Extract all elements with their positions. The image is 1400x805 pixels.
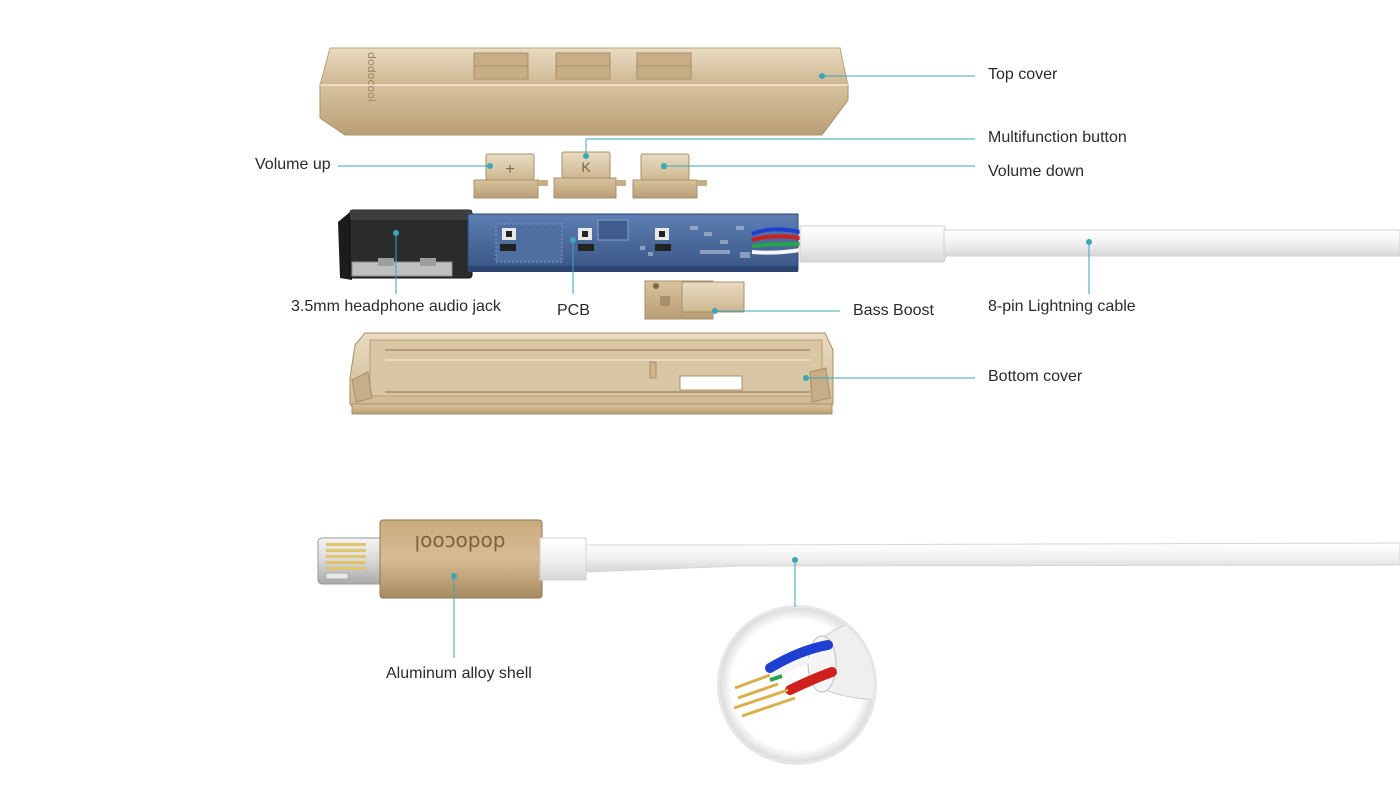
label-volume-up: Volume up — [255, 156, 331, 173]
headphone-jack — [338, 209, 473, 280]
label-top-cover: Top cover — [988, 66, 1058, 83]
label-lightning-cable: 8-pin Lightning cable — [988, 298, 1136, 315]
top-cover: dodocool — [319, 47, 849, 136]
label-volume-down: Volume down — [988, 163, 1085, 180]
leader-lines — [338, 73, 1092, 658]
bass-boost-switch — [644, 280, 745, 320]
leader-top-cover — [819, 73, 975, 79]
label-multifunction-button: Multifunction button — [988, 129, 1127, 146]
volume-up-key: + — [473, 153, 548, 199]
leader-magnifier — [792, 557, 798, 607]
pcb-board — [467, 213, 799, 272]
top-cover-button-slots — [473, 52, 692, 80]
leader-bass-boost — [712, 308, 840, 314]
label-headphone-jack: 3.5mm headphone audio jack — [291, 298, 501, 315]
leader-volume-down — [661, 163, 975, 169]
top-cover-logo: dodocool — [365, 52, 378, 102]
bottom-cover — [349, 332, 834, 415]
lightning-cable-upper — [799, 225, 1400, 263]
leader-volume-up — [338, 163, 493, 169]
leader-headphone-jack — [393, 230, 399, 294]
leader-multifunction — [583, 138, 975, 159]
label-aluminum-shell: Aluminum alloy shell — [386, 665, 532, 682]
shell-logo: dodocool — [415, 531, 506, 555]
pcb-wires — [751, 227, 801, 255]
aluminum-shell: dodocool — [379, 519, 543, 599]
multifunction-key: K — [553, 151, 626, 199]
leader-lightning-cable — [1086, 239, 1092, 294]
leader-bottom-cover — [803, 375, 975, 381]
leader-pcb — [570, 237, 576, 294]
label-pcb: PCB — [557, 302, 590, 319]
leader-aluminum-shell — [451, 573, 457, 658]
lightning-plug — [317, 537, 385, 585]
lightning-cable-lower — [539, 537, 1400, 581]
cable-cross-section-magnifier — [717, 605, 877, 765]
volume-down-key: - — [632, 153, 707, 199]
label-bass-boost: Bass Boost — [853, 302, 934, 319]
volume-up-symbol: + — [505, 161, 514, 178]
label-bottom-cover: Bottom cover — [988, 368, 1083, 385]
multifunction-symbol: K — [581, 159, 591, 175]
